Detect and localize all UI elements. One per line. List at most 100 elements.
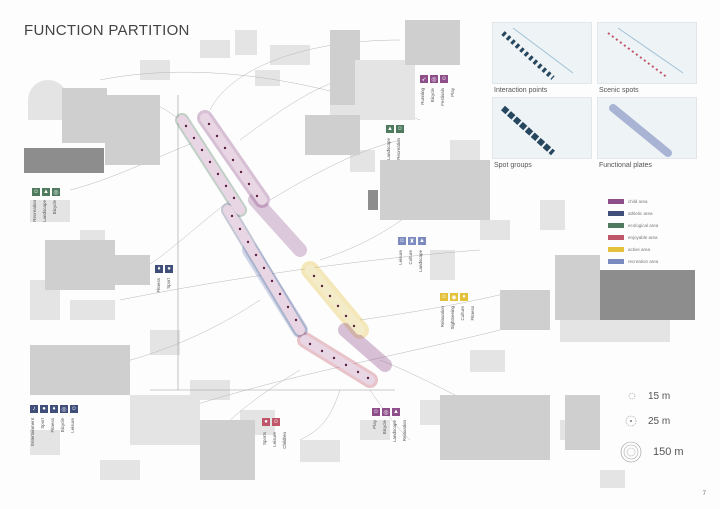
brick-wall-photo (600, 270, 695, 320)
spot-groups-diagram (500, 105, 556, 156)
scale-label: 150 m (653, 446, 684, 458)
legend-swatch (608, 211, 624, 216)
icons-right-mid: ☺ ◉ ♦ (440, 293, 468, 301)
legend-label: athletic area (628, 211, 653, 216)
thumbnail-interaction-points (492, 22, 592, 84)
sports-icon: ● (262, 418, 270, 426)
legend-label: child area (628, 199, 648, 204)
bicycle-icon: ◎ (52, 188, 60, 196)
fitness-icon: ♦ (50, 405, 58, 413)
culture-icon: ♜ (408, 237, 416, 245)
legend: child area athletic area ecological area… (608, 196, 688, 268)
thumbnail-label-functional-plates: Functional plates (599, 162, 652, 169)
legend-item: enjoyable area (608, 232, 688, 243)
legend-swatch (608, 223, 624, 228)
legend-item: athletic area (608, 208, 688, 219)
label-sport-b: Sport (40, 418, 45, 429)
kids-photo-left (45, 240, 115, 290)
label-leisure-g: Leisure (272, 432, 277, 447)
label-festivals: Festivals (440, 88, 445, 106)
child-swing-photo (355, 60, 415, 120)
thumbnail-label-interaction-points: Interaction points (494, 87, 548, 94)
cafe-photo (305, 115, 360, 155)
scale-label: 15 m (648, 390, 671, 402)
thumbnail-scenic-spots (597, 22, 697, 84)
legend-swatch (608, 259, 624, 264)
label-sports-g: Sports (262, 432, 267, 446)
label-bicycle-c: Bicycle (430, 88, 435, 103)
label-leisure-e: Leisure (398, 250, 403, 265)
landscape-icon: ▲ (386, 125, 394, 133)
scale-25m: 25 m (624, 414, 670, 428)
thumbnail-spot-groups (492, 97, 592, 159)
landscape-icon: ▲ (42, 188, 50, 196)
walkers-photo (565, 395, 600, 450)
bicycle-icon: ◎ (430, 75, 438, 83)
relaxation-icon: ☺ (440, 293, 448, 301)
entertainment-icon: ♪ (30, 405, 38, 413)
page-number: 7 (702, 491, 706, 497)
label-play: Play (450, 88, 455, 97)
cyclist-photo-topleft (105, 95, 160, 165)
bicycle-icon: ◎ (382, 408, 390, 416)
scale-circle-large (620, 441, 642, 463)
scale-label: 25 m (648, 415, 671, 427)
label-entertainment: Entertainment (30, 418, 35, 447)
leisure-icon: ☺ (70, 405, 78, 413)
play-icon: ☺ (372, 408, 380, 416)
label-landscape: Landscape (42, 200, 47, 223)
label-sightseeing: Sightseeing (450, 306, 455, 330)
label-children-g: Children (282, 432, 287, 449)
label-relaxation: Relaxation (440, 306, 445, 328)
scale-circle-small (628, 392, 636, 400)
crowd-photo-left (30, 345, 130, 395)
label-relaxation-h: Relaxation (402, 420, 407, 442)
legend-label: ecological area (628, 223, 659, 228)
legend-item: active area (608, 244, 688, 255)
legend-label: recreation area (628, 259, 659, 264)
leisure-icon: ☺ (398, 237, 406, 245)
legend-swatch (608, 235, 624, 240)
interaction-points-diagram (501, 27, 574, 80)
woman-photo-right (500, 290, 550, 330)
scenic-spots-diagram (607, 27, 684, 79)
label-landscape-d: Landscape (386, 138, 391, 161)
photographer-photo (555, 255, 600, 320)
label-landscape-h: Landscape (392, 420, 397, 443)
recreation-icon: ☺ (396, 125, 404, 133)
sightseeing-icon: ◉ (450, 293, 458, 301)
icons-mid-right: ☺ ♜ ▲ (398, 237, 426, 245)
landscape-icon: ▲ (418, 237, 426, 245)
thumbnail-label-spot-groups: Spot groups (494, 162, 532, 169)
family-photo-bottom (200, 420, 255, 480)
children-icon: ☺ (272, 418, 280, 426)
legend-item: child area (608, 196, 688, 207)
label-leisure-b: Leisure (70, 418, 75, 433)
icons-bottom-mid: ● ☺ (262, 418, 280, 426)
legend-swatch (608, 199, 624, 204)
spot-dots (184, 122, 370, 380)
thumbnail-label-scenic-spots: Scenic spots (599, 87, 639, 94)
axis-lines (150, 95, 395, 391)
bin-photo (368, 190, 378, 210)
label-culture-f: Culture (460, 306, 465, 321)
label-play-h: Play (372, 420, 377, 429)
label-bicycle-h: Bicycle (382, 420, 387, 435)
label-sport: Sport (166, 278, 171, 289)
running-icon: ➶ (420, 75, 428, 83)
sport-icon: ● (40, 405, 48, 413)
legend-item: recreation area (608, 256, 688, 267)
label-recreation-d: Recreation (396, 138, 401, 160)
label-bicycle: Bicycle (52, 200, 57, 215)
icons-bottom-right: ☺ ◎ ▲ (372, 408, 400, 416)
thumbnail-functional-plates (597, 97, 697, 159)
family-photo-left (115, 255, 150, 285)
label-bicycle-b: Bicycle (60, 418, 65, 433)
scale-15m: 15 m (626, 390, 670, 402)
legend-swatch (608, 247, 624, 252)
wall-photo-left (24, 148, 104, 173)
label-fitness-b: Fitness (50, 418, 55, 433)
bicycle-icon: ◎ (60, 405, 68, 413)
cyclists-photo-bottom (440, 395, 550, 460)
